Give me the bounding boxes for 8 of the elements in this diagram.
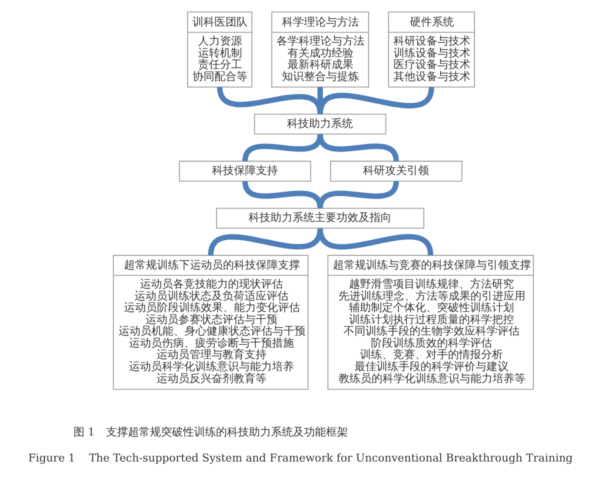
node-box: 科技保障支持 [178,160,311,182]
node-box: 科研攻关引领 [330,160,462,182]
connector [317,134,398,162]
node-box: 科技助力系统 [254,114,386,135]
node-box: 科技助力系统主要功效及指向 [216,208,424,229]
connector [317,180,398,209]
caption: Figure 1 The Tech-supported System and Framework for Unconventional Breakthrough Training [28,451,572,464]
label: 图 1 支撑超常规突破性训练的科技助力系统及功能框架 [72,426,348,439]
